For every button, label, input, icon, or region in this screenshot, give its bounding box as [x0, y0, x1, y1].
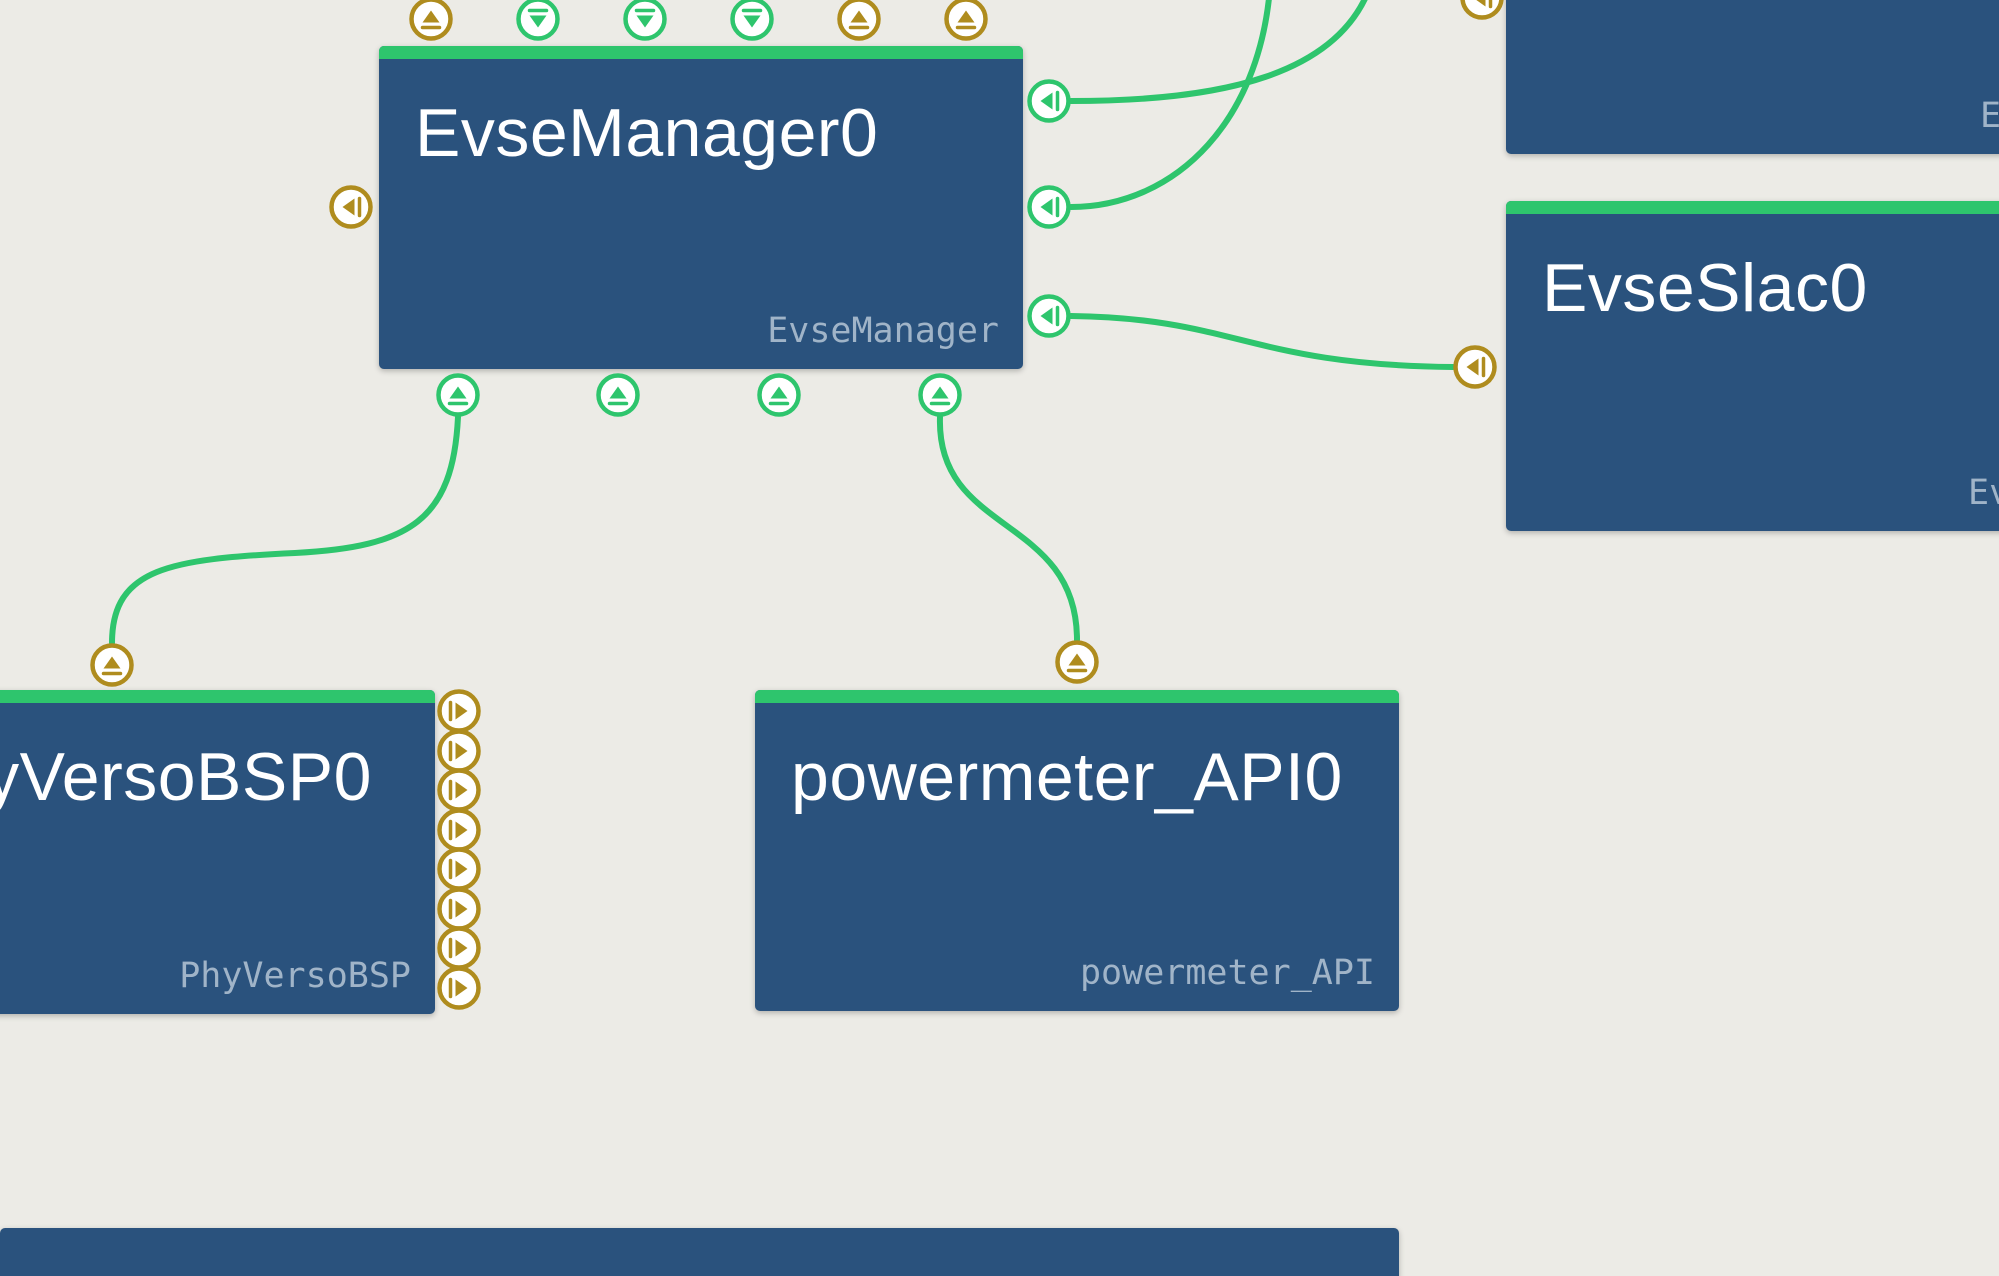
node-accent-bar	[1506, 201, 1999, 214]
port-arrow-up-icon[interactable]	[436, 373, 480, 417]
port-arrow-left-icon[interactable]	[1027, 185, 1071, 229]
node-accent-bar	[379, 46, 1023, 59]
port-arrow-down-icon[interactable]	[730, 0, 774, 41]
node-type-label: PhyVersoBSP	[179, 956, 411, 996]
port-arrow-up-icon[interactable]	[409, 0, 453, 41]
port-arrow-right-icon[interactable]	[437, 926, 481, 970]
port-arrow-up-icon[interactable]	[90, 643, 134, 687]
connection-edge[interactable]	[1068, 0, 1272, 210]
port-arrow-right-icon[interactable]	[437, 966, 481, 1010]
node-title: PhyVersoBSP0	[0, 739, 372, 815]
node-type-label: Ev	[1968, 473, 1999, 513]
node-powermeter-api-0[interactable]: powermeter_API0 powermeter_API	[755, 690, 1399, 1011]
node-partial-node-bottom[interactable]	[0, 1228, 1399, 1276]
node-phy-verso-bsp-0[interactable]: PhyVersoBSP0PhyVersoBSP	[0, 690, 435, 1014]
port-arrow-up-icon[interactable]	[837, 0, 881, 41]
port-arrow-left-icon[interactable]	[329, 185, 373, 229]
port-arrow-right-icon[interactable]	[437, 887, 481, 931]
port-arrow-right-icon[interactable]	[437, 729, 481, 773]
connection-edge[interactable]	[109, 414, 461, 646]
node-title: EvseManager0	[415, 95, 879, 171]
node-type-label: E	[1980, 96, 1999, 136]
port-arrow-left-icon[interactable]	[1453, 345, 1497, 389]
port-arrow-right-icon[interactable]	[437, 689, 481, 733]
port-arrow-left-icon[interactable]	[1460, 0, 1504, 20]
port-arrow-up-icon[interactable]	[1055, 640, 1099, 684]
port-arrow-right-icon[interactable]	[437, 768, 481, 812]
node-partial-node-top-right[interactable]: E	[1506, 0, 1999, 154]
port-arrow-left-icon[interactable]	[1027, 79, 1071, 123]
port-arrow-left-icon[interactable]	[1027, 294, 1071, 338]
node-type-label: powermeter_API	[1079, 953, 1375, 993]
port-arrow-up-icon[interactable]	[944, 0, 988, 41]
port-arrow-down-icon[interactable]	[516, 0, 560, 41]
connection-edge[interactable]	[936, 414, 1080, 643]
port-arrow-up-icon[interactable]	[757, 373, 801, 417]
node-accent-bar	[0, 690, 435, 703]
port-arrow-down-icon[interactable]	[623, 0, 667, 41]
port-arrow-up-icon[interactable]	[918, 373, 962, 417]
connection-edge[interactable]	[1068, 313, 1456, 370]
port-arrow-up-icon[interactable]	[596, 373, 640, 417]
node-title: powermeter_API0	[791, 739, 1343, 815]
node-evse-slac-0[interactable]: EvseSlac0Ev	[1506, 201, 1999, 531]
node-type-label: EvseManager	[767, 311, 999, 351]
port-arrow-right-icon[interactable]	[437, 847, 481, 891]
node-title: EvseSlac0	[1542, 250, 1868, 326]
port-arrow-right-icon[interactable]	[437, 808, 481, 852]
node-accent-bar	[755, 690, 1399, 703]
connection-edge[interactable]	[1068, 0, 1375, 104]
